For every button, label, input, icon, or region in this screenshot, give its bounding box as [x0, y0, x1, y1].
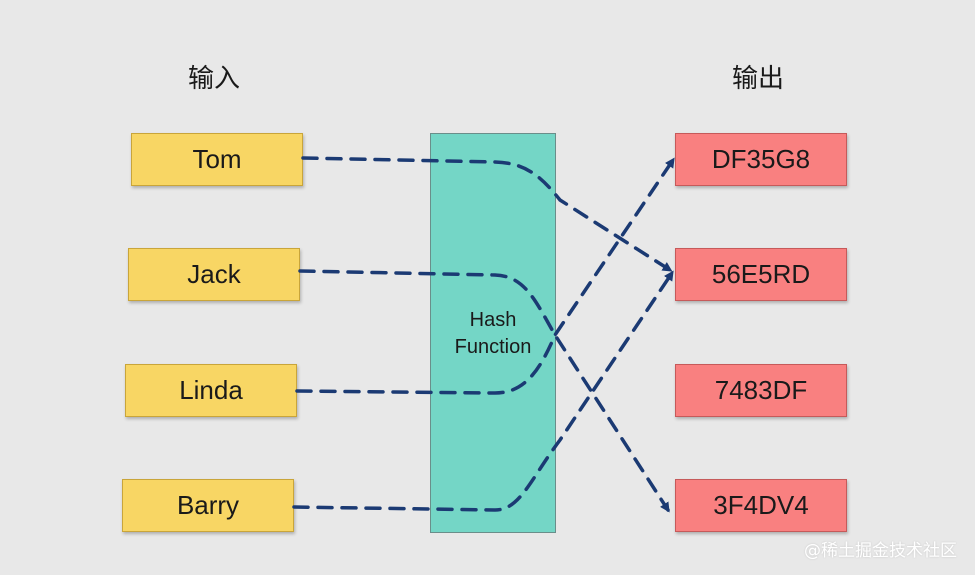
output-box-df35g8: DF35G8 — [675, 133, 847, 186]
output-heading: 输出 — [732, 64, 785, 94]
hash-label-line1: Hash — [469, 309, 517, 331]
hash-label-line2: Function — [454, 336, 532, 358]
arrow-barry-to-56e5rd — [292, 270, 674, 512]
input-box-linda: Linda — [125, 364, 297, 417]
input-heading: 输入 — [188, 64, 241, 94]
output-box-3f4dv4: 3F4DV4 — [675, 479, 847, 532]
watermark: @稀土掘金技术社区 — [804, 541, 957, 561]
output-box-56e5rd: 56E5RD — [675, 248, 847, 301]
arrow-linda-to-df35g8 — [295, 157, 675, 395]
hash-function-box — [430, 133, 556, 533]
hash-function-label: Hash Function — [440, 307, 546, 361]
arrow-tom-to-56e5rd — [301, 156, 673, 272]
arrow-jack-to-3f4dv4 — [298, 269, 670, 513]
output-box-7483df: 7483DF — [675, 364, 847, 417]
input-box-barry: Barry — [122, 479, 294, 532]
input-box-jack: Jack — [128, 248, 300, 301]
